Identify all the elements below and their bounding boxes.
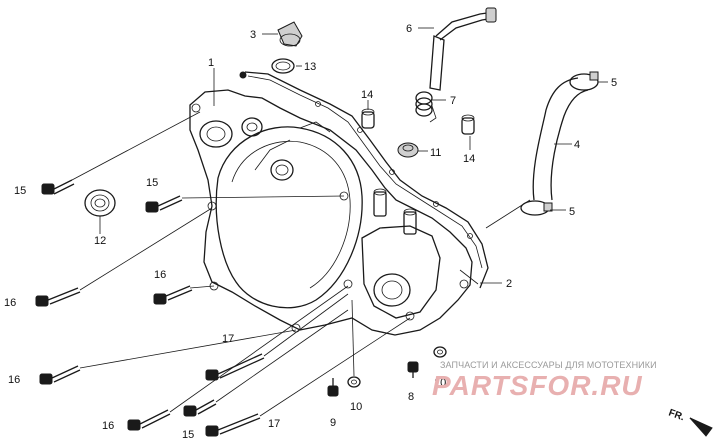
callout-6: 6 <box>406 23 412 35</box>
bolt-15-bottom <box>183 399 217 417</box>
dowel-pin <box>239 71 247 79</box>
callout-11: 11 <box>430 147 441 159</box>
callout-4: 4 <box>574 139 580 151</box>
bolt-16-c <box>39 365 81 385</box>
callout-15-mid: 15 <box>146 177 158 189</box>
front-direction-indicator: FR. <box>667 407 713 437</box>
front-arrow-icon <box>689 417 713 437</box>
callout-labels: 1 2 3 4 5 5 6 7 8 9 10 10 11 12 13 14 14… <box>4 23 617 441</box>
callout-16-b: 16 <box>154 269 166 281</box>
collar-14b <box>461 114 475 135</box>
callout-16-a: 16 <box>4 297 16 309</box>
seal-11 <box>397 142 419 158</box>
callout-12: 12 <box>94 235 106 247</box>
callout-15-top: 15 <box>14 185 26 197</box>
bolt-16-d <box>127 409 171 431</box>
hose-clamp-top <box>569 71 599 91</box>
bolt-16-a <box>35 287 81 307</box>
callout-10-left: 10 <box>350 401 362 413</box>
leader-lines <box>99 27 608 284</box>
callout-9: 9 <box>330 417 336 429</box>
washer-10-right <box>433 346 447 358</box>
callout-3: 3 <box>250 29 256 41</box>
kick-lever <box>429 7 497 91</box>
hose-clamp-bottom <box>520 200 553 216</box>
callout-8: 8 <box>408 391 414 403</box>
callout-14-right: 14 <box>463 153 475 165</box>
clutch-cover <box>189 89 473 336</box>
callout-5-top: 5 <box>611 77 617 89</box>
callout-13: 13 <box>304 61 316 73</box>
callout-15-bottom: 15 <box>182 429 194 441</box>
watermark-logo: PARTSFOR.RU <box>432 370 643 401</box>
bolt-15-mid <box>145 195 183 213</box>
washer-10-left <box>347 376 361 388</box>
o-ring <box>271 58 295 74</box>
callout-17-b: 17 <box>268 418 280 430</box>
filler-cap <box>277 21 303 47</box>
assembly-lines <box>79 195 531 417</box>
callout-7: 7 <box>450 95 456 107</box>
callout-1: 1 <box>208 57 214 69</box>
bolt-17-b <box>205 413 261 437</box>
oil-seal <box>84 189 116 217</box>
callout-16-c: 16 <box>8 374 20 386</box>
front-label: FR. <box>667 407 686 423</box>
callout-2: 2 <box>506 278 512 290</box>
callout-5-bottom: 5 <box>569 206 575 218</box>
cover-gasket <box>244 71 489 289</box>
watermark-tagline: ЗАПЧАСТИ И АКСЕССУАРЫ ДЛЯ МОТОТЕХНИКИ <box>440 360 657 370</box>
bolt-16-b <box>153 285 193 305</box>
return-spring <box>415 91 437 123</box>
bolt-9 <box>327 378 339 397</box>
water-hose <box>532 77 589 201</box>
callout-16-d: 16 <box>102 420 114 432</box>
bolt-8 <box>407 361 419 378</box>
callout-10-right: 10 <box>434 377 446 389</box>
callout-17-a: 17 <box>222 333 234 345</box>
callout-14-left: 14 <box>361 89 373 101</box>
bolt-15-top <box>41 111 201 195</box>
collar-14a <box>361 108 375 129</box>
bolt-17-a <box>205 353 265 381</box>
